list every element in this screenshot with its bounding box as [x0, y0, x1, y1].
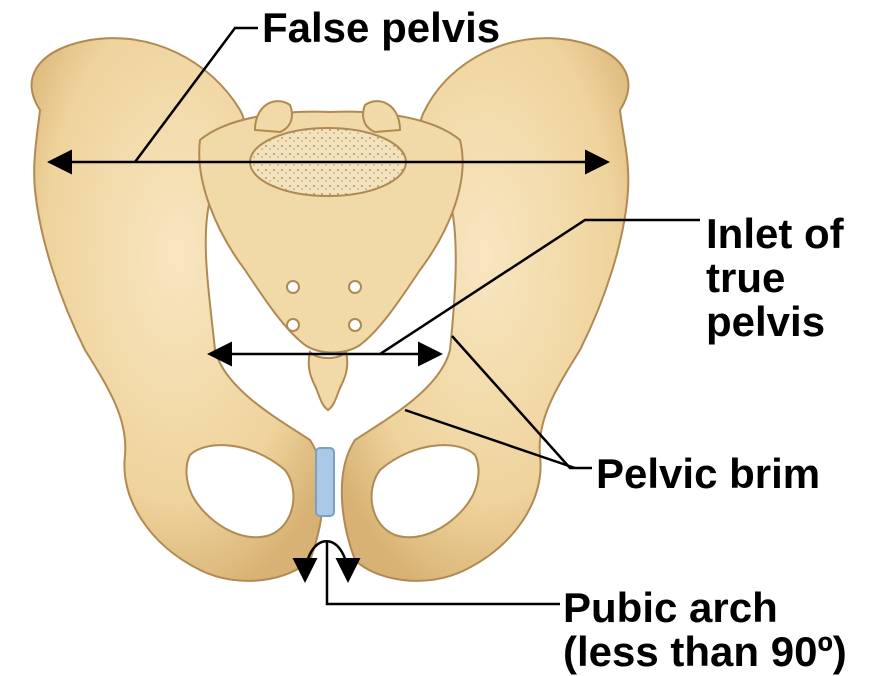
label-inlet-line-3: pelvis — [706, 300, 844, 344]
label-pubic-arch-line-2: (less than 90º) — [563, 630, 847, 674]
label-inlet-of-true-pelvis: Inlet of true pelvis — [706, 212, 844, 344]
label-inlet-line-1: Inlet of — [706, 212, 844, 256]
label-pubic-arch-line-1: Pubic arch — [563, 586, 847, 630]
label-inlet-line-2: true — [706, 256, 844, 300]
label-pubic-arch: Pubic arch (less than 90º) — [563, 586, 847, 674]
pelvis-bone — [32, 38, 629, 581]
right-articular-process — [363, 101, 400, 132]
label-pelvic-brim: Pelvic brim — [596, 452, 820, 496]
left-articular-process — [255, 101, 292, 132]
coccyx — [309, 352, 348, 410]
pubic-symphysis — [316, 448, 334, 516]
label-false-pelvis: False pelvis — [262, 6, 500, 50]
